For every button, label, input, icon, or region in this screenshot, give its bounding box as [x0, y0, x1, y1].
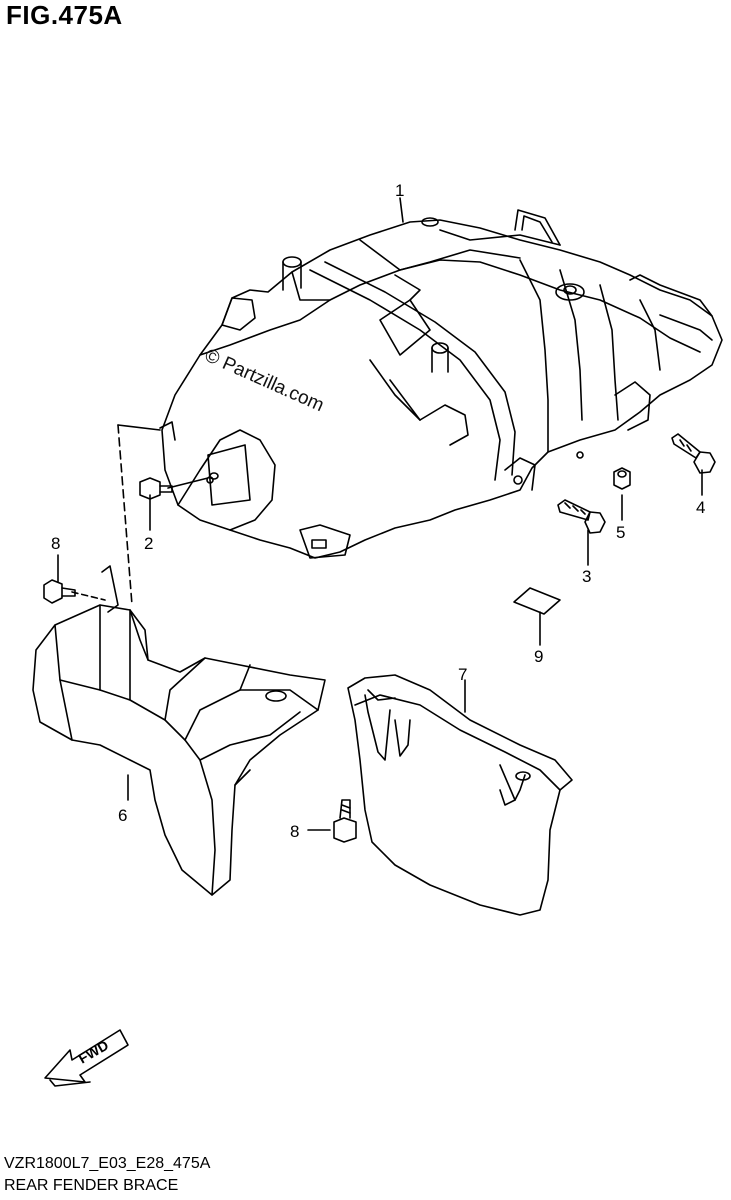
callout-3: 3 [582, 567, 591, 586]
part-7-mud-flap[interactable] [347, 674, 573, 916]
callout-1: 1 [395, 181, 404, 200]
callout-6: 6 [118, 806, 127, 825]
callout-7: 7 [458, 665, 467, 684]
leader-lines [57, 197, 703, 831]
callout-2: 2 [144, 534, 153, 553]
part-6-lower-brace[interactable] [32, 565, 326, 896]
part-1-rear-fender[interactable] [159, 209, 723, 559]
fwd-label: FWD [76, 1037, 112, 1067]
callout-8-left: 8 [51, 534, 60, 553]
part-8-bolt-right[interactable] [333, 799, 357, 843]
fwd-arrow-icon [44, 1029, 129, 1087]
callout-4: 4 [696, 498, 705, 517]
part-4-bolt[interactable] [671, 433, 716, 474]
callout-8-right: 8 [290, 822, 299, 841]
part-3-bolt[interactable] [557, 499, 606, 534]
part-2-bolt[interactable] [139, 472, 219, 500]
callout-5: 5 [616, 523, 625, 542]
callout-9: 9 [534, 647, 543, 666]
diagram-code: VZR1800L7_E03_E28_475A [4, 1155, 211, 1172]
part-5-nut[interactable] [613, 467, 631, 490]
figure-title: FIG.475A [6, 0, 123, 30]
diagram-name: REAR FENDER BRACE [4, 1177, 179, 1194]
part-9-pad[interactable] [513, 587, 561, 615]
part-8-bolt-left[interactable] [43, 579, 76, 604]
